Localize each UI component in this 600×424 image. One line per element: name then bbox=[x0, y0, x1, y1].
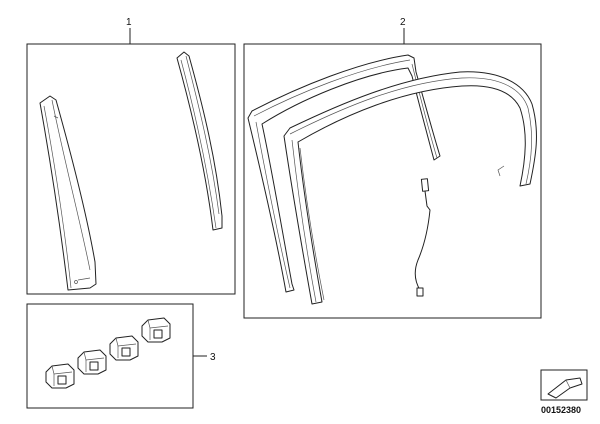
reference-thumbnail: 00152380 bbox=[540, 369, 588, 415]
clip-2 bbox=[77, 349, 107, 375]
part-group-3: 3 bbox=[26, 303, 216, 409]
part-group-2: 2 bbox=[243, 17, 542, 319]
clip-1 bbox=[45, 363, 75, 389]
part-2-callout: 2 bbox=[400, 17, 406, 28]
thumbnail-frame bbox=[540, 369, 588, 401]
sensor-cable bbox=[414, 178, 431, 297]
clip-3 bbox=[109, 335, 139, 361]
clip-4 bbox=[141, 317, 171, 343]
diagram-code: 00152380 bbox=[541, 405, 581, 415]
part-1-callout: 1 bbox=[126, 17, 132, 28]
part-2-frame bbox=[243, 43, 542, 319]
door-seal-outer bbox=[247, 54, 441, 293]
part-3-callout: 3 bbox=[210, 352, 216, 363]
pillar-trim-left bbox=[39, 95, 97, 291]
pillar-trim-right bbox=[176, 51, 223, 231]
part-group-1: 1 bbox=[26, 17, 236, 295]
door-seal-inner bbox=[283, 71, 537, 305]
part-3-frame bbox=[26, 303, 194, 409]
part-1-frame bbox=[26, 43, 236, 295]
